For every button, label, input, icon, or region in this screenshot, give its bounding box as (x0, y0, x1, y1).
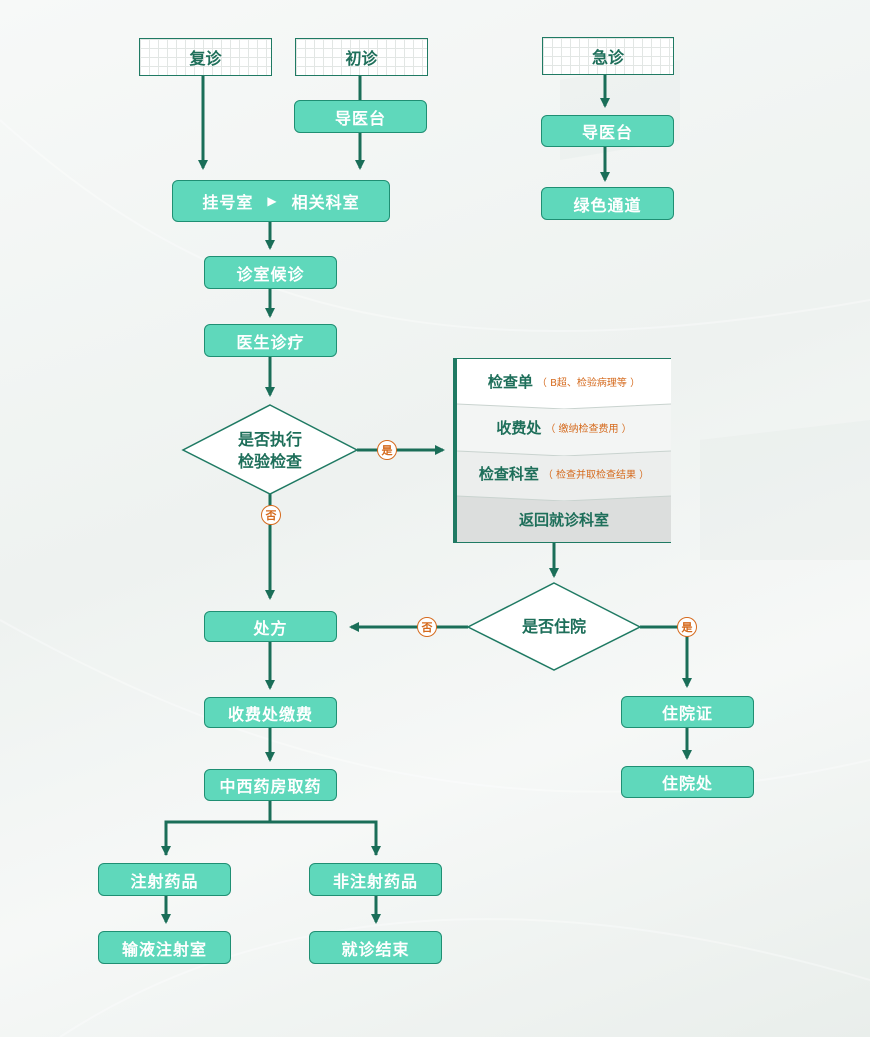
no-check-badge: 否 (261, 505, 281, 525)
daoyitai-right-node: 导医台 (541, 115, 674, 147)
chuzhen-label: 初诊 (345, 49, 378, 68)
shuye-zhusheshi-node: 输液注射室 (98, 931, 231, 964)
daoyitai-left-node: 导医台 (294, 100, 427, 133)
hospitalize-decision-text: 是否住院 (521, 617, 586, 636)
decision-diamonds (181, 404, 642, 671)
lvse-tongdao-node: 绿色通道 (541, 187, 674, 220)
chuzhen-box: 初诊 (295, 38, 428, 76)
zhongxi-yaofang-node: 中西药房取药 (204, 769, 337, 801)
panel-row-title: 检查科室 (478, 465, 539, 483)
yes-hospitalize-badge: 是 (677, 617, 697, 637)
panel-separator (457, 399, 671, 409)
zhushe-yaopin-node: 注射药品 (98, 863, 231, 896)
zhongxi-yaofang-label: 中西药房取药 (219, 777, 322, 796)
zhenshi-houzhen-node: 诊室候诊 (204, 256, 337, 289)
jiuzhen-jieshu-node: 就诊结束 (309, 931, 442, 964)
hospitalize-decision-label: 是否住院 (494, 615, 614, 639)
shoufei-jiaofei-label: 收费处缴费 (227, 704, 313, 724)
zhuyuan-zheng-label: 住院证 (661, 704, 713, 723)
shuye-zhusheshi-label: 输液注射室 (121, 939, 207, 959)
shoufei-jiaofei-node: 收费处缴费 (204, 697, 337, 728)
check-decision-diamond (181, 404, 359, 495)
panel-separator (457, 446, 671, 456)
zhuyuan-chu-label: 住院处 (661, 774, 713, 793)
jizhen-label: 急诊 (591, 48, 624, 67)
panel-row-title: 检查单 (487, 373, 533, 391)
zhushe-yaopin-label: 注射药品 (130, 871, 199, 891)
fuzhen-box: 复诊 (139, 38, 272, 76)
panel-row-note: （ 检查并取检查结果 ） (542, 470, 650, 481)
zhuyuan-chu-node: 住院处 (621, 766, 754, 798)
zhenshi-houzhen-label: 诊室候诊 (236, 264, 305, 284)
yes-check-badge: 是 (377, 440, 397, 460)
panel-row-jianchadan: 检查单 （ B超、检验病理等 ） (457, 359, 671, 404)
guahao-node: 挂号室 ▶ 相关科室 (172, 180, 390, 222)
panel-row-note: （ 缴纳检查费用 ） (545, 424, 632, 435)
yisheng-zhenliao-label: 医生诊疗 (236, 332, 305, 352)
jiuzhen-jieshu-label: 就诊结束 (341, 939, 410, 959)
jizhen-box: 急诊 (542, 37, 674, 75)
chufang-label: 处方 (253, 618, 288, 638)
triangle-right-icon: ▶ (267, 194, 278, 208)
panel-separator (457, 491, 671, 501)
fei-zhushe-yaopin-label: 非注射药品 (332, 871, 418, 891)
panel-row-title: 收费处 (496, 419, 542, 437)
xiangguan-keshi-label: 相关科室 (291, 193, 360, 212)
panel-row-jiancha-keshi: 检查科室 （ 检查并取检查结果 ） (457, 451, 671, 496)
chufang-node: 处方 (204, 611, 337, 642)
hospitalize-decision-diamond (466, 582, 642, 671)
daoyitai-right-label: 导医台 (581, 123, 633, 142)
check-decision-line2: 检验检查 (237, 452, 302, 471)
panel-row-note: （ B超、检验病理等 ） (536, 378, 641, 389)
yisheng-zhenliao-node: 医生诊疗 (204, 324, 337, 357)
guahaoshi-label: 挂号室 (202, 193, 254, 212)
daoyitai-left-label: 导医台 (334, 108, 386, 128)
panel-row-title: 返回就诊科室 (518, 510, 609, 529)
lvse-tongdao-label: 绿色通道 (573, 195, 642, 215)
check-decision-line1: 是否执行 (237, 430, 302, 449)
no-hospitalize-badge: 否 (417, 617, 437, 637)
check-decision-label: 是否执行 检验检查 (205, 428, 335, 474)
fei-zhushe-yaopin-node: 非注射药品 (309, 863, 442, 896)
panel-row-shoufeichu: 收费处 （ 缴纳检查费用 ） (457, 404, 671, 451)
zhuyuan-zheng-node: 住院证 (621, 696, 754, 728)
exam-process-panel: 检查单 （ B超、检验病理等 ） 收费处 （ 缴纳检查费用 ） 检查科室 （ 检… (453, 358, 671, 543)
fuzhen-label: 复诊 (189, 49, 222, 68)
panel-row-fanhui: 返回就诊科室 (457, 496, 671, 542)
